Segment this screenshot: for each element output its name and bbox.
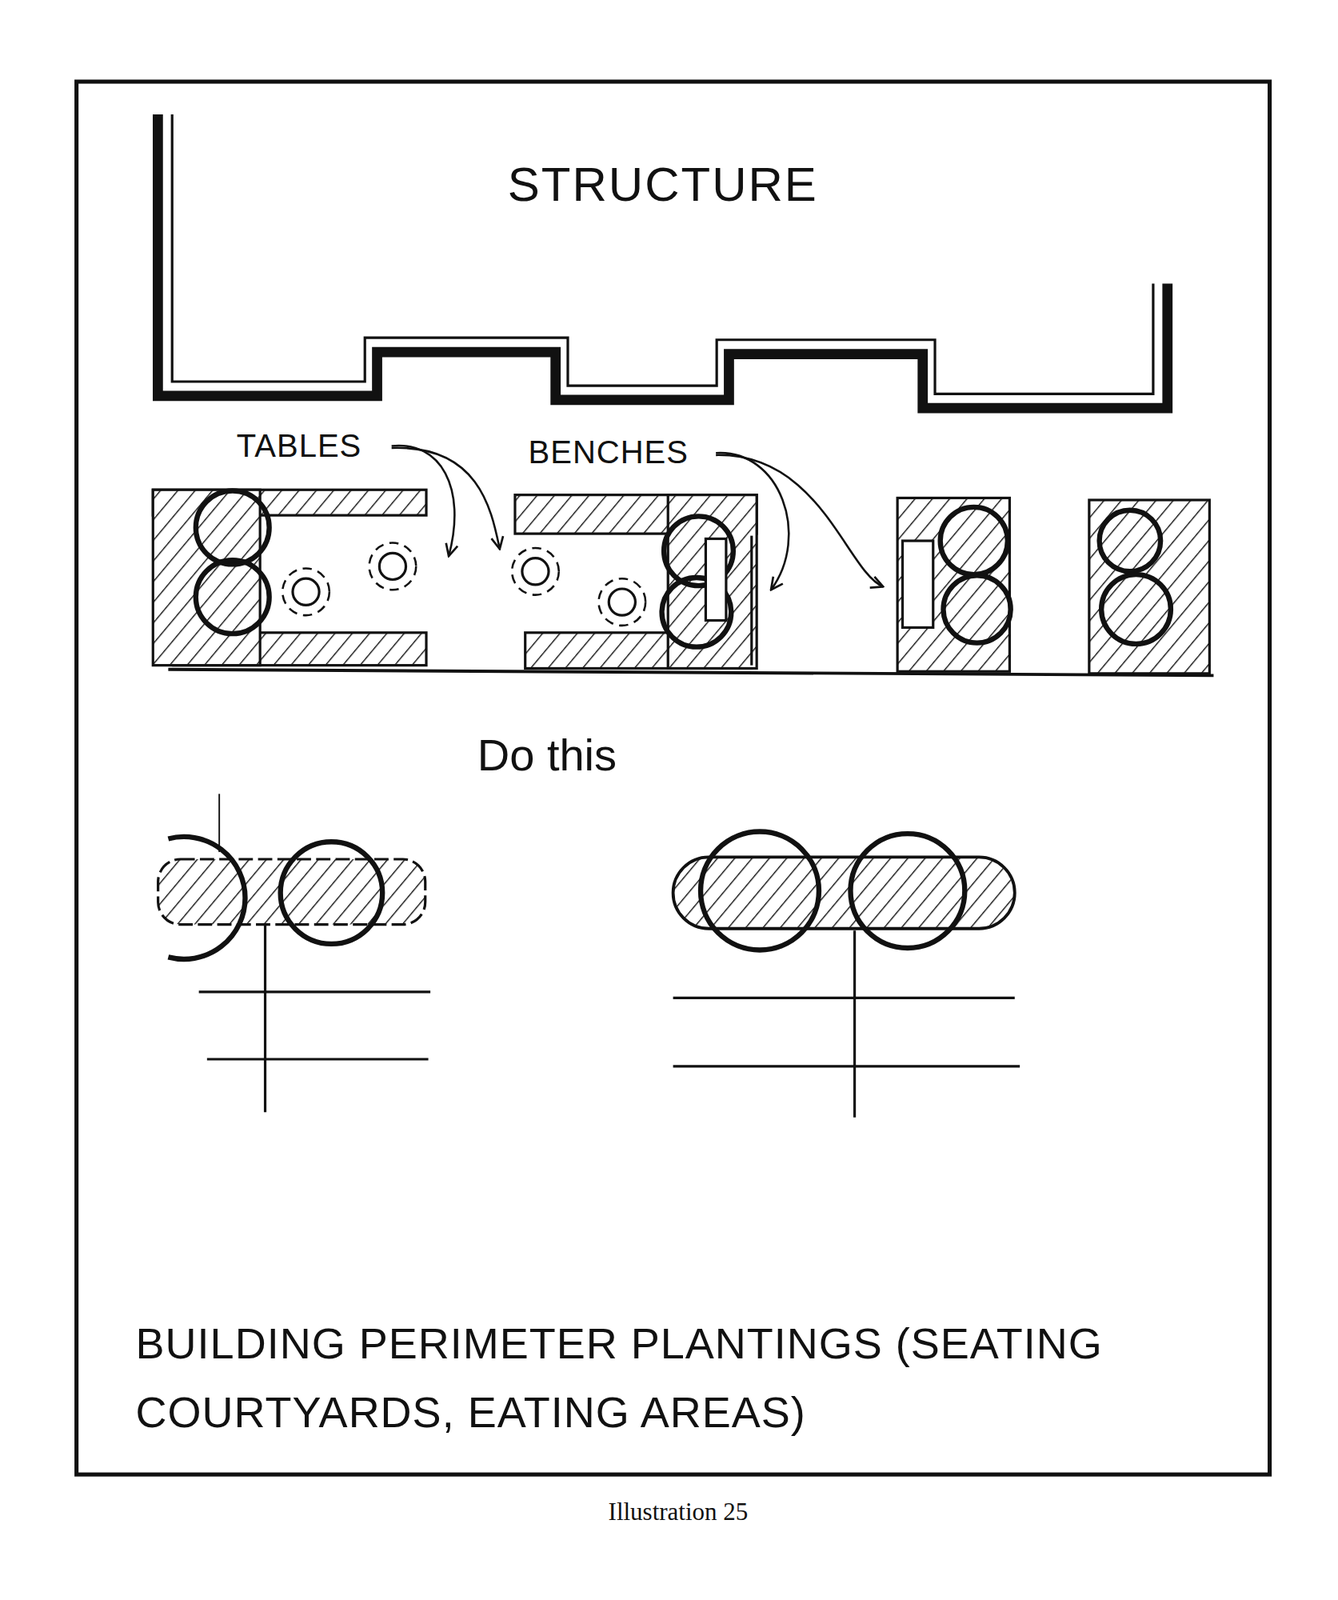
- planter-row-circle: [195, 491, 270, 565]
- leader-lines-path: [391, 445, 456, 556]
- detail-right-line: [673, 1064, 1021, 1067]
- table-symbols-circle: [282, 567, 330, 616]
- planter-row-circle: [1101, 574, 1171, 644]
- detail-left-line: [263, 924, 267, 1113]
- planter-row-rect: [1089, 499, 1210, 674]
- planter-row-circle: [940, 507, 1008, 575]
- table-symbols: [282, 543, 646, 626]
- frame: [76, 81, 1271, 1474]
- detail-right: [673, 831, 1021, 1118]
- illustration-title: BUILDING PERIMETER PLANTINGS (SEATING CO…: [135, 1308, 1200, 1447]
- table-symbols-circle: [608, 588, 636, 616]
- detail-left-circle: [280, 841, 384, 944]
- planter-row-rect: [705, 538, 727, 620]
- inner-wall: [171, 114, 1154, 394]
- table-symbols-circle: [369, 543, 417, 591]
- leader-lines-path: [715, 455, 883, 588]
- instruction-label: Do this: [477, 727, 617, 782]
- detail-right-circle: [700, 831, 819, 951]
- figure-caption: Illustration 25: [608, 1497, 749, 1526]
- callout-label: BENCHES: [528, 432, 689, 472]
- detail-left-path: [167, 836, 245, 959]
- planter-row: [152, 489, 1214, 675]
- detail-left: [158, 793, 431, 1112]
- callout-label: TABLES: [236, 426, 362, 465]
- wall-outline: [152, 107, 1173, 414]
- detail-left-rect: [158, 858, 426, 925]
- planter-row-line: [750, 535, 753, 666]
- planter-row-circle: [1099, 510, 1162, 572]
- planter-row-line: [167, 669, 1214, 676]
- planter-row-circle: [943, 575, 1011, 643]
- detail-left-line: [199, 990, 431, 993]
- frame-rect: [76, 81, 1271, 1474]
- structure-label: STRUCTURE: [152, 107, 1173, 212]
- table-symbols-circle: [522, 558, 549, 585]
- leader-lines-path: [391, 447, 500, 549]
- planter-row-rect: [902, 540, 934, 628]
- planter-row-rect: [152, 489, 260, 665]
- detail-right-line: [673, 996, 1015, 999]
- detail-right-line: [853, 930, 856, 1117]
- leader-lines-path: [715, 452, 789, 590]
- detail-left-line: [207, 1057, 429, 1060]
- detail-right-circle: [850, 833, 965, 948]
- table-symbols-circle: [599, 578, 647, 626]
- structure-outline: STRUCTURE: [152, 107, 1173, 414]
- detail-left-line: [218, 793, 220, 852]
- planter-row-circle: [195, 559, 270, 634]
- table-symbols-circle: [379, 552, 406, 580]
- table-symbols-circle: [511, 547, 560, 596]
- table-symbols-circle: [292, 578, 320, 605]
